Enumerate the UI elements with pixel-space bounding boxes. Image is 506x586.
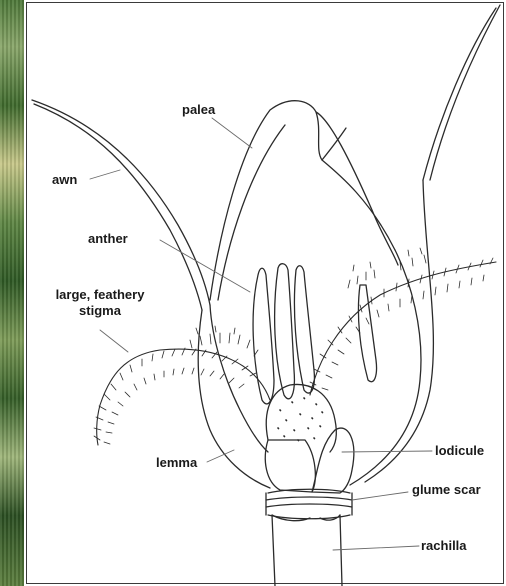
left-stigma-bristles	[94, 326, 258, 444]
stigma-label-line2: stigma	[42, 303, 158, 319]
left-awn	[32, 100, 210, 310]
left-stigma	[94, 326, 270, 445]
palea-label: palea	[182, 102, 215, 118]
right-stigma-bristles	[310, 248, 493, 390]
rachilla-leader-line	[333, 546, 419, 550]
rachilla-stem	[272, 515, 342, 586]
glume-scar	[266, 489, 352, 519]
stigma-leader-line	[100, 330, 128, 352]
rachilla-label: rachilla	[421, 538, 467, 554]
stigma-label-line1: large, feathery	[42, 287, 158, 303]
anther-label: anther	[88, 231, 128, 247]
lodicule-leader-line	[342, 451, 432, 452]
lemma-right	[350, 180, 433, 485]
leader-lines	[90, 118, 432, 550]
glume-scar-leader-line	[352, 492, 408, 500]
awn-leader-line	[90, 170, 120, 179]
stigma-label: large, feathery stigma	[42, 287, 158, 319]
lodicules	[265, 428, 353, 493]
glume-scar-label: glume scar	[412, 482, 481, 498]
lodicule-label: lodicule	[435, 443, 484, 459]
awn-label: awn	[52, 172, 77, 188]
lemma-label: lemma	[156, 455, 197, 471]
palea-leader-line	[212, 118, 252, 148]
anthers	[253, 264, 376, 404]
right-stigma	[310, 248, 496, 395]
right-awn	[423, 5, 500, 180]
